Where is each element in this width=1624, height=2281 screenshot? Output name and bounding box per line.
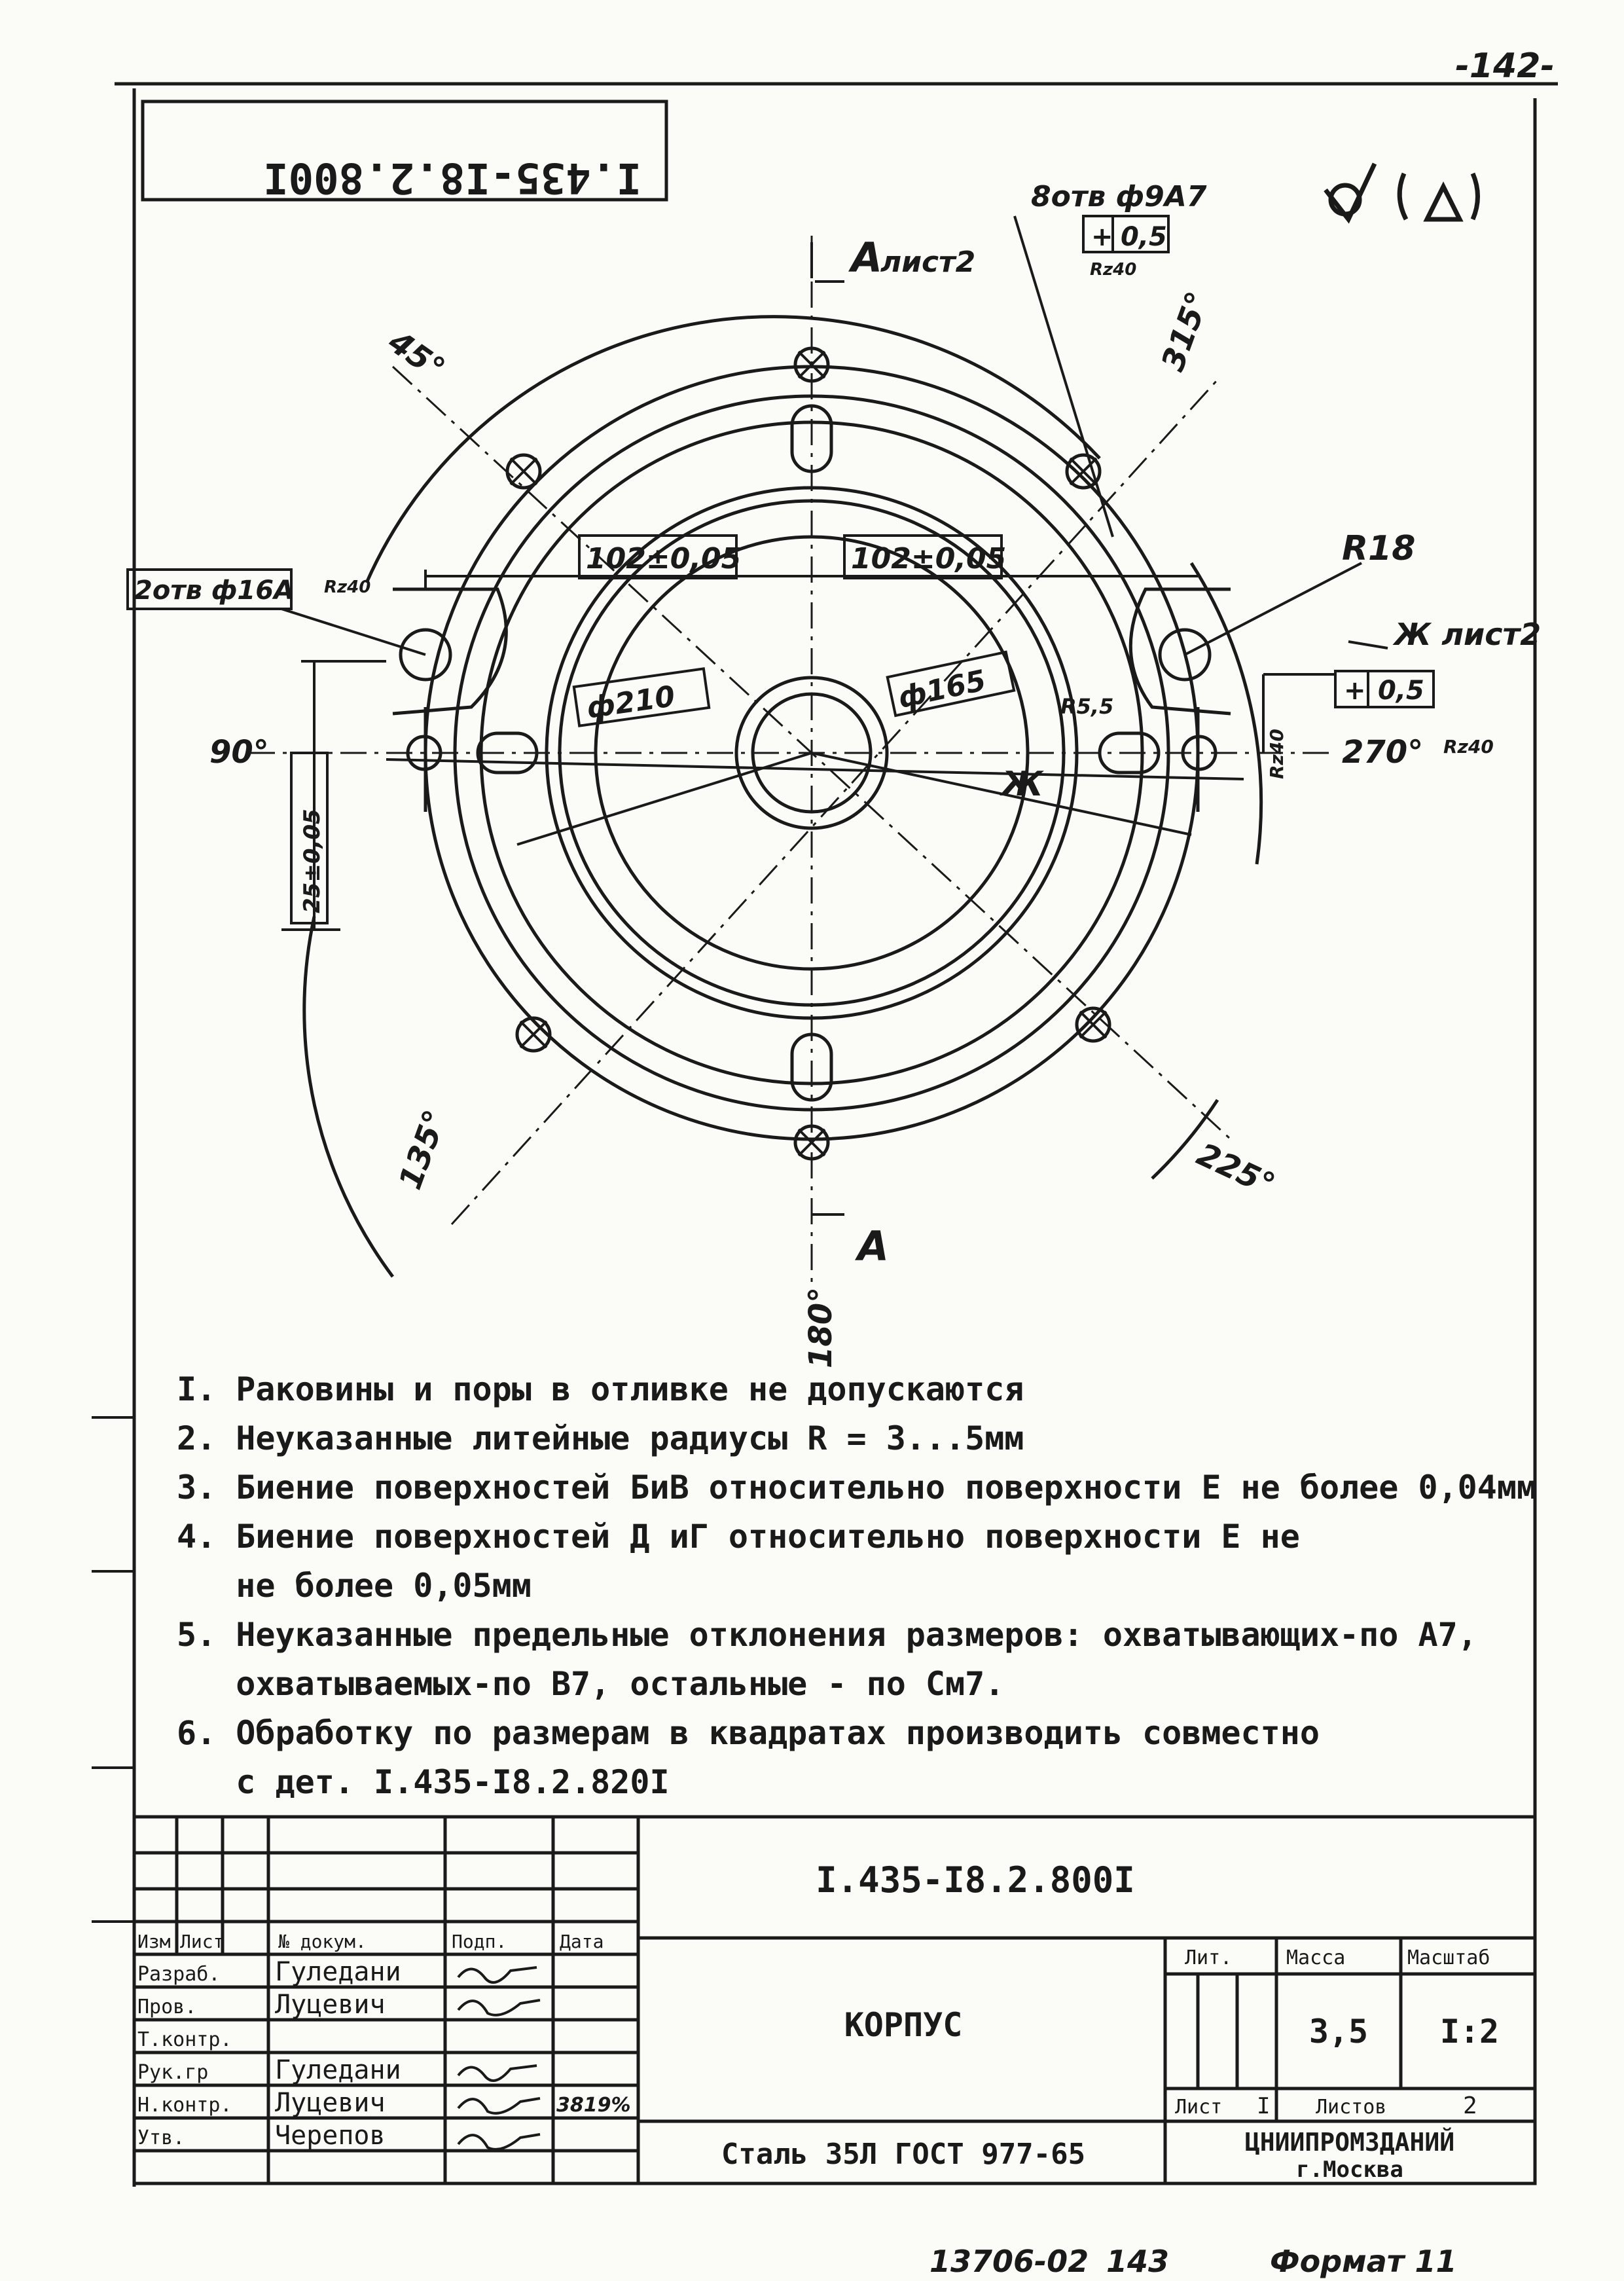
footer-format: Формат 11 bbox=[1270, 2244, 1456, 2279]
title-block-grid bbox=[132, 1815, 1537, 2185]
note-5-cont: охватываемых-по В7, остальные - по См7. bbox=[177, 1665, 1005, 1703]
tb-hdr-list: Лист bbox=[180, 1931, 224, 1952]
tb-sheets-total: 2 bbox=[1463, 2092, 1477, 2119]
tb-hdr-sign: Подп. bbox=[452, 1931, 507, 1952]
dim-210-box bbox=[572, 667, 711, 727]
tb-hdr-lit: Лит. bbox=[1185, 1946, 1232, 1969]
angle-45-label: 45° bbox=[381, 323, 451, 388]
tb-hdr-izm: Изм bbox=[137, 1931, 171, 1952]
tb-role-1: Разраб. bbox=[137, 1963, 220, 1986]
dim-102-left-box bbox=[578, 534, 738, 579]
zh-tol: + bbox=[1344, 676, 1366, 706]
leader-lines bbox=[281, 215, 1388, 1216]
tb-mass: 3,5 bbox=[1309, 2013, 1368, 2051]
holes-8-label: 8отв ф9А7 bbox=[1031, 180, 1207, 213]
note-3: 3. Биение поверхностей БиВ относительно … bbox=[177, 1469, 1537, 1506]
mark-zh: Ж bbox=[1000, 765, 1044, 804]
mark-zh-sheet: Ж лист2 bbox=[1392, 617, 1541, 652]
tb-name-2: Луцевич bbox=[275, 1990, 386, 2020]
tb-name-4: Гуледани bbox=[275, 2055, 401, 2085]
tb-name-6: Черепов bbox=[275, 2121, 386, 2151]
angle-270-label: 270° bbox=[1342, 734, 1423, 771]
tb-role-6: Утв. bbox=[137, 2126, 185, 2149]
footer-mid: 143 bbox=[1106, 2244, 1169, 2279]
zh-tol-box bbox=[1334, 670, 1435, 708]
tb-name-5: Луцевич bbox=[275, 2088, 386, 2118]
note-6: 6. Обработку по размерам в квадратах про… bbox=[177, 1714, 1320, 1752]
tb-name: КОРПУС bbox=[844, 2006, 963, 2044]
holes-8-tol-val: 0,5 bbox=[1121, 222, 1167, 252]
rough-270: Rz40 bbox=[1443, 736, 1494, 757]
section-mark-top: А bbox=[848, 234, 882, 282]
tb-city: г.Москва bbox=[1296, 2157, 1403, 2183]
stamp-box: I.435-I8.2.800I bbox=[141, 100, 668, 202]
margin-ticks bbox=[92, 1416, 134, 1923]
tb-sheet-num: I bbox=[1257, 2093, 1270, 2119]
footer-left: 13706-02 bbox=[929, 2244, 1089, 2279]
small-270: Rz40 bbox=[1266, 729, 1288, 779]
dim-vertical: 25±0,05 bbox=[299, 809, 325, 913]
roughness-symbol bbox=[1324, 162, 1480, 224]
tb-hdr-scale: Масштаб bbox=[1407, 1946, 1490, 1969]
section-mark-top-sheet: лист2 bbox=[880, 246, 975, 279]
holes-8-tol: + bbox=[1091, 222, 1113, 252]
tb-name-1: Гуледани bbox=[275, 1957, 401, 1987]
tb-sheets-label: Листов bbox=[1316, 2096, 1386, 2119]
section-mark-bottom: А bbox=[854, 1222, 889, 1270]
note-5: 5. Неуказанные предельные отклонения раз… bbox=[177, 1616, 1477, 1654]
dim-165-box bbox=[886, 650, 1016, 718]
angle-315-label: 315° bbox=[1155, 287, 1217, 376]
technical-notes: I. Раковины и поры в отливке не допускаю… bbox=[177, 1365, 1617, 1807]
page-number: -142- bbox=[1455, 46, 1555, 86]
dim-210: ф210 bbox=[585, 680, 677, 725]
tb-material: Сталь 35Л ГОСТ 977-65 bbox=[721, 2138, 1085, 2171]
holes-2-rough: Rz40 bbox=[324, 577, 370, 597]
title-block-text: I.435-I8.2.800I КОРПУС Сталь 35Л ГОСТ 97… bbox=[137, 1859, 1499, 2183]
tb-date-signed: 3819% bbox=[556, 2094, 631, 2117]
tb-role-3: Т.контр. bbox=[137, 2028, 232, 2051]
tb-hdr-mass: Масса bbox=[1286, 1946, 1345, 1969]
tb-role-2: Пров. bbox=[137, 1996, 196, 2018]
dim-r55: R5,5 bbox=[1060, 694, 1113, 719]
dim-r18: R18 bbox=[1342, 529, 1415, 568]
tb-role-4: Рук.гр bbox=[137, 2061, 208, 2084]
dim-102-right: 102±0,05 bbox=[851, 542, 1006, 575]
zh-tol-val: 0,5 bbox=[1378, 676, 1424, 706]
note-4: 4. Биение поверхностей Д иГ относительно… bbox=[177, 1518, 1300, 1556]
angle-135-label: 135° bbox=[392, 1105, 454, 1194]
angle-90-label: 90° bbox=[209, 734, 269, 771]
dim-102-right-box bbox=[843, 534, 1003, 579]
holes-2-box bbox=[126, 568, 293, 610]
angle-225-label: 225° bbox=[1191, 1136, 1280, 1203]
holes-8-rough: Rz40 bbox=[1090, 260, 1136, 280]
tb-sheet-label: Лист bbox=[1175, 2096, 1222, 2119]
note-6-cont: с дет. I.435-I8.2.820I bbox=[177, 1763, 670, 1801]
dim-vertical-box bbox=[290, 752, 329, 924]
angle-180-label: 180° bbox=[803, 1287, 839, 1368]
dim-102-left: 102±0,05 bbox=[586, 542, 741, 575]
tb-designation: I.435-I8.2.800I bbox=[816, 1859, 1135, 1901]
holes-2-label: 2отв ф16А bbox=[134, 575, 294, 606]
note-2: 2. Неуказанные литейные радиусы R = 3...… bbox=[177, 1419, 1024, 1457]
tb-hdr-doc: № докум. bbox=[278, 1931, 367, 1952]
holes-8-tol-box bbox=[1082, 215, 1170, 253]
stamp-code-mirrored: I.435-I8.2.800I bbox=[263, 153, 641, 202]
note-4-cont: не более 0,05мм bbox=[177, 1567, 532, 1605]
tb-role-5: Н.контр. bbox=[137, 2094, 232, 2117]
note-1: I. Раковины и поры в отливке не допускаю… bbox=[177, 1370, 1024, 1408]
tb-scale: I:2 bbox=[1440, 2013, 1499, 2051]
footer: 13706-02 143 Формат 11 bbox=[929, 2244, 1456, 2279]
tb-org: ЦНИИПРОМЗДАНИЙ bbox=[1245, 2128, 1454, 2157]
signatures bbox=[457, 1966, 541, 2151]
tb-hdr-date: Дата bbox=[560, 1931, 604, 1952]
